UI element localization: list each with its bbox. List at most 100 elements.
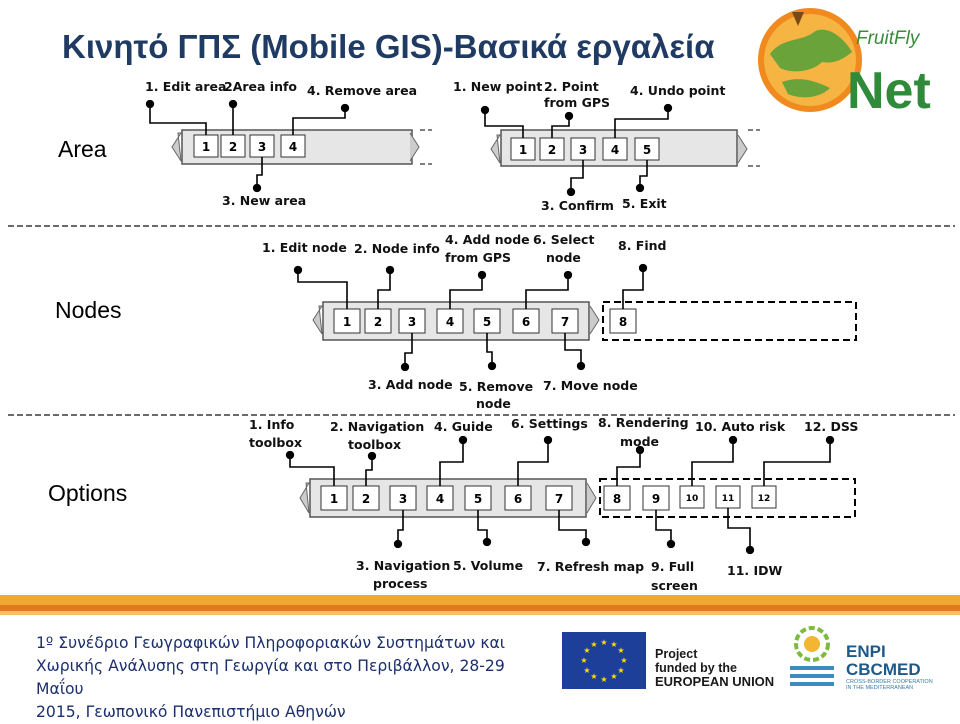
svg-text:7: 7 — [561, 315, 569, 329]
callout-label: 3. Navigation — [356, 558, 450, 573]
page-title: Κινητό ΓΠΣ (Mobile GIS)-Βασικά εργαλεία — [62, 28, 715, 65]
callout-label: screen — [651, 578, 698, 593]
enpi-cbcmed-label: ENPI CBCMED CROSS-BORDER COOPERATION IN … — [846, 642, 933, 692]
toolbar-button[interactable]: 7 — [551, 308, 579, 334]
toolbar-button[interactable]: 11 — [715, 485, 741, 509]
toolbar-button[interactable]: 1 — [193, 134, 219, 158]
svg-text:3: 3 — [408, 315, 416, 329]
toolbar-button[interactable]: 8 — [609, 308, 637, 334]
svg-text:11: 11 — [722, 494, 735, 504]
callout-label: 4. Add node — [445, 232, 530, 247]
svg-text:2: 2 — [229, 140, 237, 154]
toolbar-button[interactable]: 1 — [320, 485, 348, 511]
svg-text:★: ★ — [620, 656, 627, 665]
toolbar-left-arrow-icon — [171, 132, 182, 162]
svg-text:★: ★ — [600, 675, 607, 684]
svg-text:★: ★ — [583, 666, 590, 675]
toolbar-button[interactable]: 10 — [679, 485, 705, 509]
toolbar-button[interactable]: 5 — [473, 308, 501, 334]
toolbar-button[interactable]: 6 — [504, 485, 532, 511]
toolbar-button[interactable]: 3 — [570, 137, 596, 161]
callout-label: 6. Settings — [511, 416, 588, 431]
svg-text:Net: Net — [847, 62, 931, 120]
callout-label: 4. Guide — [434, 419, 493, 434]
toolbar-button[interactable]: 2 — [539, 137, 565, 161]
svg-text:6: 6 — [522, 315, 530, 329]
svg-text:2: 2 — [548, 143, 556, 157]
toolbar-button[interactable]: 9 — [642, 485, 670, 511]
toolbar-button[interactable]: 3 — [389, 485, 417, 511]
section-label-nodes: Nodes — [55, 297, 121, 323]
svg-text:5: 5 — [643, 143, 651, 157]
toolbar-button[interactable]: 2 — [220, 134, 246, 158]
svg-text:8: 8 — [613, 492, 621, 506]
conference-line: 1º Συνέδριο Γεωγραφικών Πληροφοριακών Συ… — [36, 634, 506, 652]
svg-text:★: ★ — [617, 666, 624, 675]
svg-text:★: ★ — [590, 640, 597, 649]
toolbar-button[interactable]: 2 — [364, 308, 392, 334]
svg-text:2: 2 — [374, 315, 382, 329]
callout-label: 9. Full — [651, 559, 694, 574]
toolbar-button[interactable]: 12 — [751, 485, 777, 509]
svg-text:1: 1 — [343, 315, 351, 329]
callout-label: 2. Point — [544, 79, 599, 94]
callout-label: 1. New point — [453, 79, 542, 94]
toolbar-button[interactable]: 4 — [602, 137, 628, 161]
svg-text:7: 7 — [555, 492, 563, 506]
toolbar-button[interactable]: 5 — [464, 485, 492, 511]
svg-text:1: 1 — [519, 143, 527, 157]
eu-funding-label: Project funded by the EUROPEAN UNION — [655, 647, 775, 689]
conference-line: Χωρικής Ανάλυσης στη Γεωργία και στο Περ… — [36, 657, 505, 698]
callout-label: 1. Edit area — [145, 79, 226, 94]
callout-label: 1. Info — [249, 417, 295, 432]
svg-text:5: 5 — [474, 492, 482, 506]
toolbar-button[interactable]: 1 — [510, 137, 536, 161]
svg-text:★: ★ — [590, 672, 597, 681]
toolbar-button[interactable]: 7 — [545, 485, 573, 511]
svg-text:★: ★ — [610, 640, 617, 649]
footer-stripe — [0, 595, 960, 605]
callout-label: 7. Refresh map — [537, 559, 644, 574]
callout-label: 4. Undo point — [630, 83, 725, 98]
svg-text:★: ★ — [583, 646, 590, 655]
toolbar-button[interactable]: 4 — [426, 485, 454, 511]
svg-text:4: 4 — [289, 140, 297, 154]
svg-text:★: ★ — [617, 646, 624, 655]
svg-text:10: 10 — [686, 494, 699, 504]
svg-text:1: 1 — [202, 140, 210, 154]
toolbar-button[interactable]: 1 — [333, 308, 361, 334]
toolbar-button[interactable]: 3 — [398, 308, 426, 334]
area-toolbar-a: 1 2 3 4 — [145, 99, 432, 193]
svg-text:3: 3 — [579, 143, 587, 157]
svg-text:6: 6 — [514, 492, 522, 506]
callout-label: toolbox — [249, 435, 302, 450]
eu-flag-icon: ★★★ ★★★ ★★★ ★★★ — [562, 632, 646, 689]
callout-label: toolbox — [348, 437, 401, 452]
callout-label: node — [476, 396, 511, 411]
svg-text:9: 9 — [652, 492, 660, 506]
callout-label: from GPS — [544, 95, 610, 110]
svg-text:FruitFly: FruitFly — [856, 28, 921, 49]
callout-label: 3. New area — [222, 193, 306, 208]
toolbar-button[interactable]: 5 — [634, 137, 660, 161]
svg-text:8: 8 — [619, 315, 627, 329]
svg-text:3: 3 — [399, 492, 407, 506]
toolbar-right-arrow-icon — [409, 132, 420, 162]
callout-label: 5. Remove — [459, 379, 533, 394]
callout-label: 7. Move node — [543, 378, 638, 393]
toolbar-button[interactable]: 4 — [436, 308, 464, 334]
svg-text:5: 5 — [483, 315, 491, 329]
callout-label: mode — [620, 434, 659, 449]
svg-text:1: 1 — [330, 492, 338, 506]
toolbar-button[interactable]: 6 — [512, 308, 540, 334]
callout-label: 2. Navigation — [330, 419, 424, 434]
conference-line: 2015, Γεωπονικό Πανεπιστήμιο Αθηνών — [36, 703, 346, 721]
svg-text:4: 4 — [611, 143, 619, 157]
toolbar-button[interactable]: 4 — [280, 134, 306, 158]
svg-text:4: 4 — [446, 315, 454, 329]
toolbar-button[interactable]: 2 — [352, 485, 380, 511]
toolbar-button[interactable]: 3 — [249, 134, 275, 158]
toolbar-button[interactable]: 8 — [603, 485, 631, 511]
callout-label: 12. DSS — [804, 419, 858, 434]
footer-stripe — [0, 605, 960, 611]
